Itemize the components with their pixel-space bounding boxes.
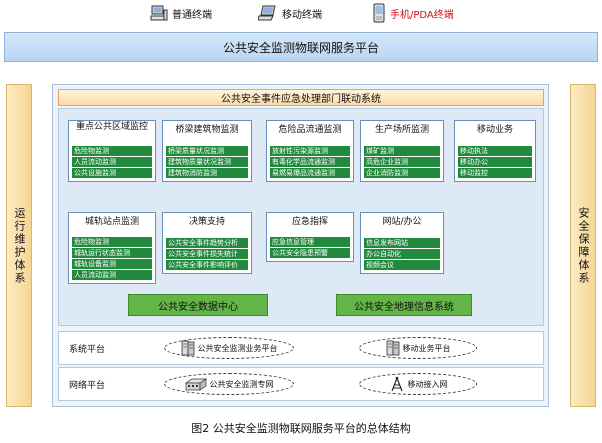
module-item: 企业消防监测 — [364, 168, 440, 178]
module-item: 信息发布网站 — [364, 238, 440, 248]
module-item: 应急信息管理 — [270, 237, 350, 247]
data-center-bar: 公共安全数据中心 — [128, 294, 268, 316]
module-public-area: 重点公共区域监控 危险物监测 人员流动监测 公共设施监测 — [68, 120, 156, 182]
node-label: 移动业务平台 — [402, 343, 451, 353]
security-assurance-label: 安全保障体系 — [577, 206, 590, 285]
module-item: 危险物监测 — [72, 146, 152, 156]
module-title: 网站/办公 — [382, 217, 422, 227]
terminal-desktop-label: 普通终端 — [172, 9, 212, 21]
module-item: 公共安全事件损失统计 — [166, 249, 248, 259]
geo-system-bar: 公共安全地理信息系统 — [336, 294, 472, 316]
terminal-mobile-label: 手机/PDA终端 — [390, 9, 454, 21]
module-rail-station: 城轨站点监测 危险物监测 城轨运行状态监测 城轨设备监测 人员流动监测 — [68, 212, 156, 284]
module-bridge-building: 桥梁建筑物监测 桥梁质量状况监测 建筑物质量状况监测 建筑物消防监测 — [162, 120, 252, 182]
module-item: 公共安全事件趋势分析 — [166, 238, 248, 248]
operation-maintenance-column: 运行维护体系 — [6, 84, 32, 407]
module-item: 公共安全事件影响评价 — [166, 260, 248, 270]
module-item: 办公自动化 — [364, 249, 440, 259]
terminal-laptop-label: 移动终端 — [282, 9, 322, 21]
network-switch-icon — [184, 378, 207, 391]
service-platform-label: 公共安全监测物联网服务平台 — [222, 40, 379, 55]
network-platform-row: 网络平台 公共安全监测专网 移动接入网 — [58, 367, 544, 401]
module-item: 危险物监测 — [72, 237, 152, 247]
service-platform-bar: 公共安全监测物联网服务平台 — [4, 32, 598, 62]
laptop-icon — [258, 5, 276, 21]
module-decision-support: 决策支持 公共安全事件趋势分析 公共安全事件损失统计 公共安全事件影响评价 — [162, 212, 252, 274]
mobile-access-network-node: 移动接入网 — [359, 373, 477, 395]
module-item: 煤矿监测 — [364, 146, 440, 156]
antenna-tower-icon — [390, 376, 403, 392]
server-icon — [386, 340, 399, 356]
module-item: 城轨设备监测 — [72, 259, 152, 269]
module-title: 桥梁建筑物监测 — [175, 125, 239, 135]
module-item: 易燃易爆品流通监测 — [270, 168, 350, 178]
module-item: 人员流动监测 — [72, 270, 152, 280]
system-platform-row: 系统平台 公共安全监测业务平台 移动业务平台 — [58, 331, 544, 365]
module-item: 高危企业监测 — [364, 157, 440, 167]
module-item: 放射性污染源监测 — [270, 146, 350, 156]
node-label: 公共安全监测专网 — [209, 379, 274, 389]
operation-maintenance-label: 运行维护体系 — [13, 206, 26, 285]
module-title: 城轨站点监测 — [84, 217, 139, 227]
module-title: 应急指挥 — [291, 217, 328, 227]
module-item: 公共设施监测 — [72, 168, 152, 178]
monitoring-business-platform-node: 公共安全监测业务平台 — [164, 337, 294, 359]
module-item: 人员流动监测 — [72, 157, 152, 167]
module-item: 建筑物质量状况监测 — [166, 157, 248, 167]
module-hazmat: 危险品流通监测 放射性污染源监测 有毒化学品流通监测 易燃易爆品流通监测 — [266, 120, 354, 182]
geo-system-label: 公共安全地理信息系统 — [354, 301, 454, 313]
module-item: 视频会议 — [364, 260, 440, 270]
security-assurance-column: 安全保障体系 — [570, 84, 596, 407]
mobile-business-platform-node: 移动业务平台 — [359, 337, 477, 359]
network-platform-label: 网络平台 — [69, 380, 106, 391]
terminal-desktop: 普通终端 — [150, 2, 212, 24]
module-item: 城轨运行状态监测 — [72, 248, 152, 258]
module-item: 建筑物消防监测 — [166, 168, 248, 178]
module-title: 移动业务 — [476, 125, 513, 135]
module-item: 移动监控 — [458, 168, 532, 178]
data-center-label: 公共安全数据中心 — [158, 301, 238, 313]
module-item: 桥梁质量状况监测 — [166, 146, 248, 156]
module-item: 移动办公 — [458, 157, 532, 167]
terminal-laptop: 移动终端 — [258, 2, 322, 24]
module-title: 生产场所监测 — [374, 125, 429, 135]
mobile-phone-icon — [373, 3, 385, 23]
system-platform-label: 系统平台 — [69, 344, 106, 355]
desktop-computer-icon — [150, 5, 168, 21]
node-label: 公共安全监测业务平台 — [197, 343, 278, 353]
module-title: 决策支持 — [188, 217, 225, 227]
monitoring-private-network-node: 公共安全监测专网 — [164, 373, 294, 395]
module-website-office: 网站/办公 信息发布网站 办公自动化 视频会议 — [360, 212, 444, 274]
module-item: 移动执法 — [458, 146, 532, 156]
figure-caption: 图2 公共安全监测物联网服务平台的总体结构 — [191, 422, 411, 435]
module-mobile-business: 移动业务 移动执法 移动办公 移动监控 — [454, 120, 536, 182]
module-item: 有毒化学品流通监测 — [270, 157, 350, 167]
module-emergency-command: 应急指挥 应急信息管理 公共安全隐患预警 — [266, 212, 354, 262]
module-title: 危险品流通监测 — [278, 125, 342, 135]
server-icon — [181, 340, 194, 356]
module-item: 公共安全隐患预警 — [270, 248, 350, 258]
module-title: 重点公共区域监控 — [75, 122, 148, 132]
terminal-mobile: 手机/PDA终端 — [372, 2, 454, 24]
node-label: 移动接入网 — [407, 379, 448, 389]
module-production-site: 生产场所监测 煤矿监测 高危企业监测 企业消防监测 — [360, 120, 444, 182]
emergency-linkage-bar: 公共安全事件应急处理部门联动系统 — [58, 89, 544, 106]
emergency-linkage-label: 公共安全事件应急处理部门联动系统 — [221, 94, 381, 105]
